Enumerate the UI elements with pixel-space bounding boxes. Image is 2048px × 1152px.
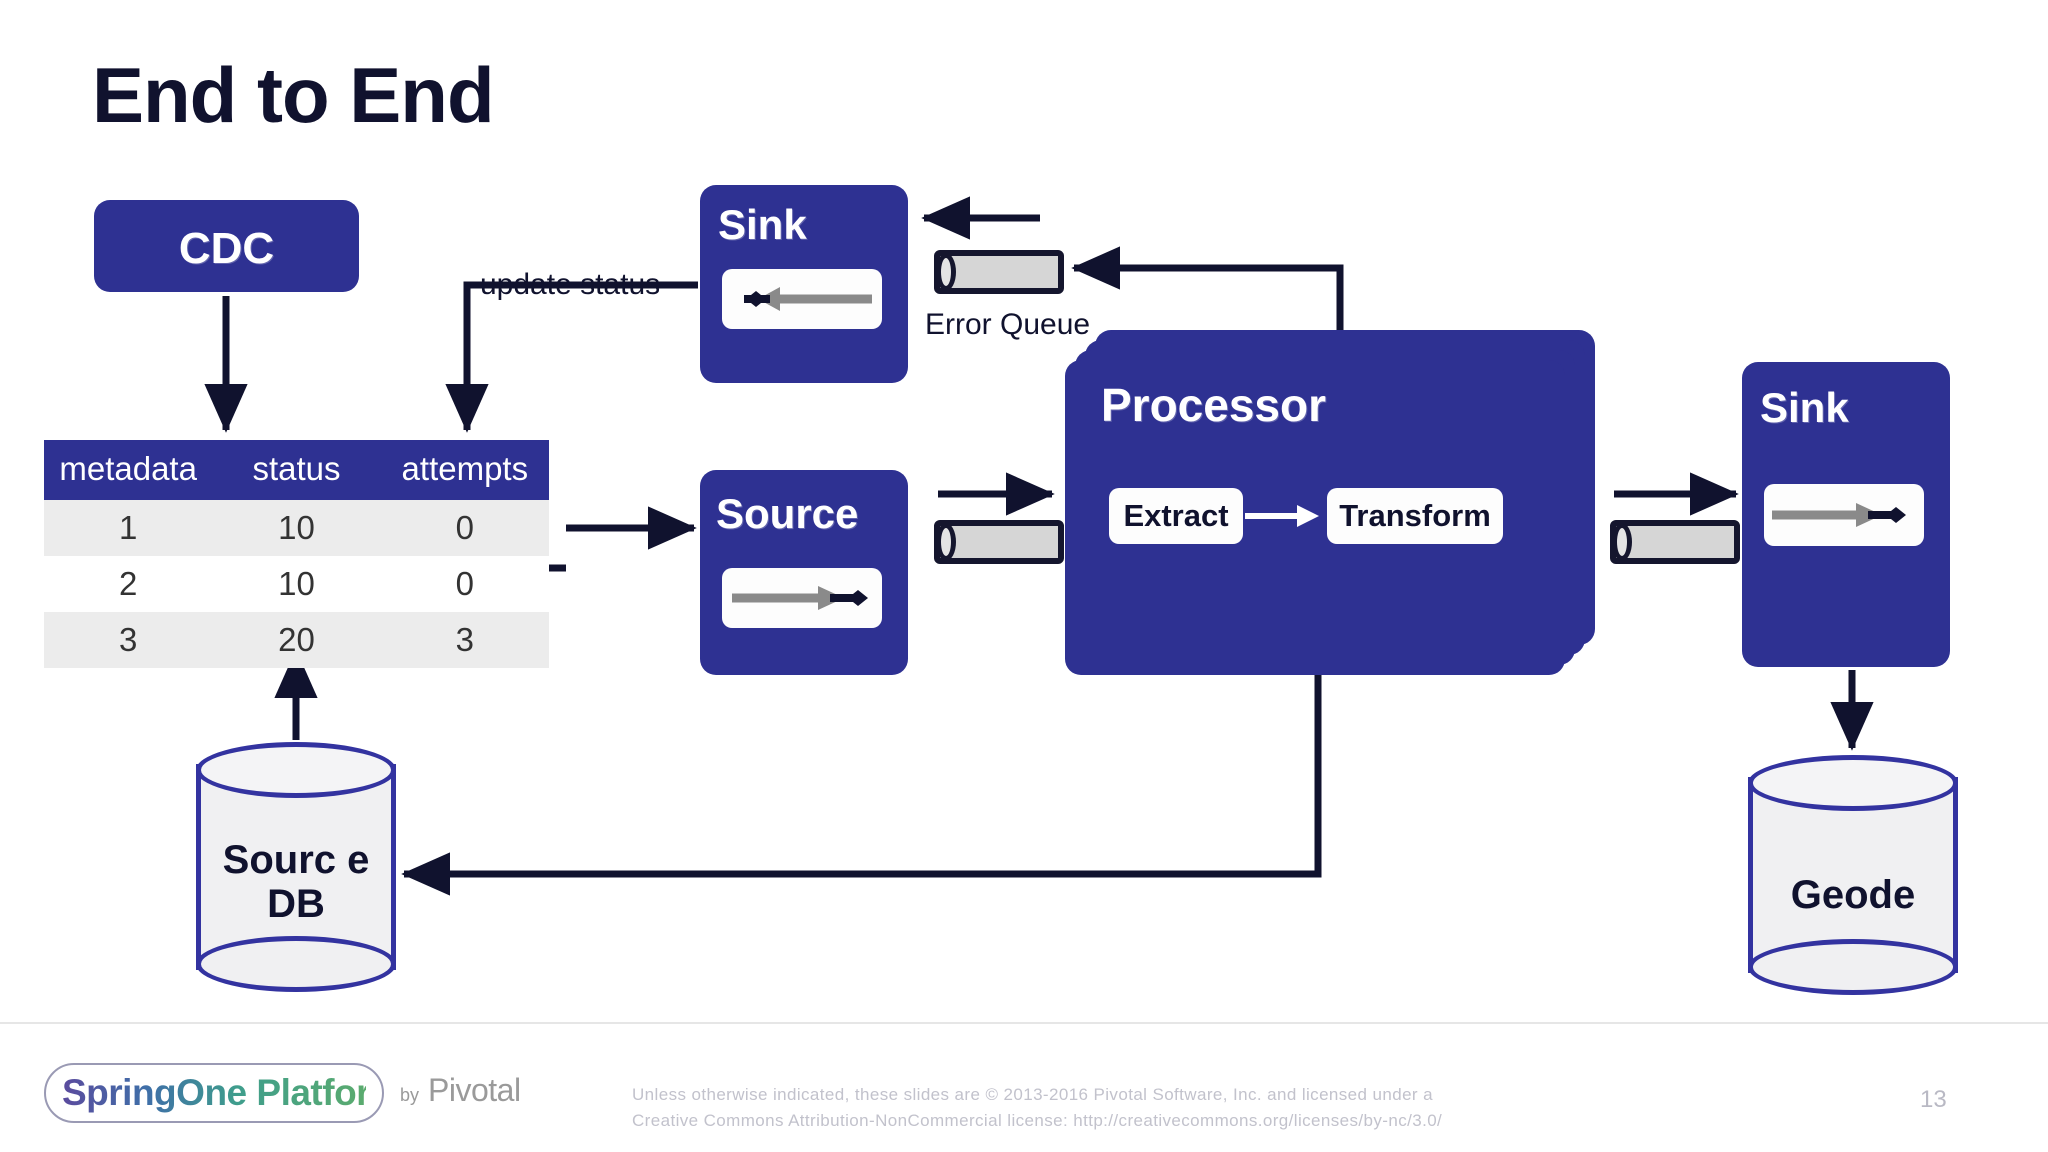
cylinder-top [196,742,396,798]
sink-error-app-chip [722,269,882,329]
cylinder-bottom [196,936,396,992]
footer-divider [0,1022,2048,1024]
legal-notice: Unless otherwise indicated, these slides… [632,1082,1482,1133]
processor-front-card[interactable]: Processor Extract Transform [1065,360,1565,675]
edge-processor-to-source-db [401,675,1322,896]
queue-cap [936,253,956,291]
queue-cap [1612,523,1632,561]
cell-attempts: 0 [380,556,549,612]
node-source[interactable]: Source [700,470,908,675]
node-sink-out[interactable]: Sink [1742,362,1950,667]
queue-cap [936,523,956,561]
cell-attempts: 0 [380,500,549,556]
edge-sink-to-table [445,281,698,433]
queue-error[interactable] [934,250,1064,294]
queue-source[interactable] [934,520,1064,564]
edge-label-update-status: update status [480,268,661,301]
node-sink-error[interactable]: Sink [700,185,908,383]
cell-metadata: 2 [44,556,213,612]
sink-out-label: Sink [1760,384,1849,431]
inbound-arrow-icon [744,287,872,311]
by-label: by [400,1085,420,1105]
cell-metadata: 3 [44,612,213,668]
col-attempts: attempts [380,440,549,500]
extract-to-transform-arrow-icon [1245,505,1319,527]
source-app-chip [722,568,882,628]
node-cdc[interactable]: CDC [94,200,359,292]
table-row: 2 10 0 [44,556,549,612]
sink-error-label: Sink [718,201,807,248]
cylinder-top [1748,755,1958,811]
source-db-label: Sourc e DB [222,838,370,926]
error-queue-caption: Error Queue [925,308,1091,341]
cell-metadata: 1 [44,500,213,556]
legal-line-2: Creative Commons Attribution-NonCommerci… [632,1110,1443,1130]
processor-transform-box[interactable]: Transform [1327,488,1503,544]
page-number: 13 [1920,1086,1947,1113]
cell-status: 20 [212,612,381,668]
table-row: 1 10 0 [44,500,549,556]
processor-label: Processor [1101,379,1327,431]
metadata-table: metadata status attempts 1 10 0 2 10 0 3… [44,440,549,668]
page-title: End to End [92,51,495,139]
outbound-arrow-icon [732,586,868,610]
springone-logo-text: SpringOne Platform [62,1072,403,1113]
legal-line-1: Unless otherwise indicated, these slides… [632,1085,1433,1104]
geode-label: Geode [1790,873,1916,917]
datastore-source-db[interactable]: Sourc e DB [196,742,396,992]
table-header-row: metadata status attempts [44,440,549,500]
col-status: status [212,440,381,500]
cylinder-bottom [1748,939,1958,995]
cdc-label: CDC [178,224,275,273]
outbound-arrow-icon [1772,503,1906,527]
pivotal-brand: Pivotal [428,1072,521,1108]
col-metadata: metadata [44,440,213,500]
springone-logo-pill [44,1063,384,1123]
cell-status: 10 [212,556,381,612]
processor-extract-box[interactable]: Extract [1109,488,1243,544]
cell-attempts: 3 [380,612,549,668]
source-label: Source [716,490,859,537]
datastore-geode[interactable]: Geode [1748,755,1958,995]
node-processor[interactable]: Processor Extract Transform [1065,330,1595,675]
queue-output[interactable] [1610,520,1740,564]
cell-status: 10 [212,500,381,556]
sink-out-app-chip [1764,484,1924,546]
table-row: 3 20 3 [44,612,549,668]
